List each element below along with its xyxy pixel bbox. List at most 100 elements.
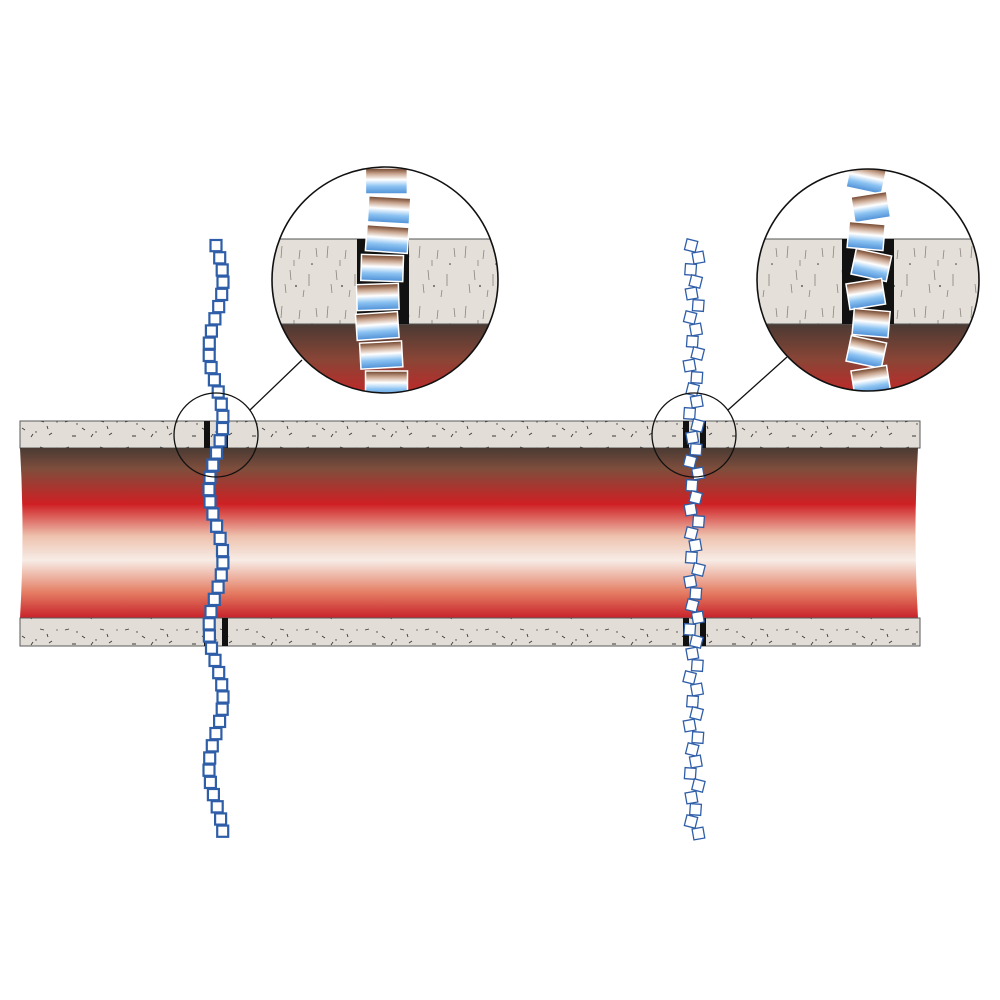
chain-link [216,690,230,704]
magnified-chain-link [364,370,409,393]
chain-link [685,430,700,445]
chain-link [208,312,222,326]
chain-link [684,598,700,613]
chain-link [691,514,706,529]
chain-link [212,665,226,680]
chain-link [691,730,705,745]
magnifier-right [756,168,980,392]
chain-link [691,298,705,313]
chain-link [213,531,227,546]
chain-link [689,706,705,721]
chain-link [214,568,228,582]
chain-link [215,287,229,302]
chain-link [688,754,703,769]
chain-link [688,538,703,553]
chain-link [685,694,700,709]
chain-link [216,409,230,424]
magnified-chain-link [355,282,400,312]
chain-link [202,482,216,497]
magnified-chain-link [845,334,888,370]
chain-link [690,466,706,481]
chain-right-misaligned [682,238,706,841]
chain-link [203,775,217,790]
chain-link [215,543,230,558]
chain-link [688,490,704,505]
chain-link [682,310,698,325]
chain-link [209,726,223,741]
magnified-chain-link [364,167,409,195]
chain-link [215,702,229,716]
chain-link [684,742,700,757]
chain-link [208,653,222,668]
chain-link [685,478,699,493]
chain-link [207,373,221,387]
chain-link [691,826,706,841]
chain-link [688,322,704,337]
chain-link [685,646,700,661]
chain-link [202,617,216,631]
chain-link [690,778,706,793]
chain-link [203,495,217,509]
chain-link [690,370,704,385]
magnifier-left-chain [354,167,412,393]
chain-link [685,382,701,397]
chain-link [214,397,228,411]
chain-link [211,580,225,594]
chain-link [691,250,706,265]
chain-link [213,714,227,729]
pipe [19,420,921,647]
chain-link [210,800,224,814]
detail-marker-left [173,392,259,478]
chain-link [216,275,230,289]
chain-link [690,658,704,673]
chain-link [691,562,706,577]
chain-link [682,406,697,421]
chain-link [209,238,223,253]
chain-link [689,442,703,457]
chain-link [202,336,216,350]
chain-link [203,751,217,765]
magnified-chain-link [845,277,887,311]
chain-link [204,324,218,338]
chain-link [683,814,699,829]
chain-link [684,286,699,301]
chain-link [689,586,703,601]
chain-link [213,251,227,265]
leader-line-left [249,359,303,411]
pipe-top-insulation [19,420,921,449]
chain-link [207,592,221,607]
magnified-chain-link [359,253,405,283]
chain-link [206,787,220,802]
chain-link [216,824,230,838]
joint-gap-left-top [204,421,210,448]
chain-link [204,641,219,655]
chain-link [688,634,704,649]
chain-link [202,348,216,363]
joint-gap-left-bottom-2 [222,618,228,646]
chain-link [685,334,699,349]
magnified-chain-link [354,310,400,342]
chain-link [215,421,230,436]
chain-link [682,358,697,373]
chain-link [215,678,229,692]
joint-gap-right-bottom-2 [700,618,706,646]
magnified-chain-link [851,307,892,339]
chain-link [211,385,225,399]
chain-link [682,670,698,685]
chain-link [210,519,224,533]
chain-link [683,574,698,589]
chain-link [688,274,704,289]
chain-link [204,360,218,375]
chain-link [215,263,229,277]
magnified-chain-link [850,247,893,283]
chain-link [205,739,219,753]
magnified-chain-link [358,340,404,370]
chain-link [683,526,699,541]
chain-link [213,434,227,448]
magnified-chain-link [366,195,412,225]
chain-link [684,550,698,565]
chain-link [683,502,698,517]
chain-link [216,556,230,570]
chain-link [690,610,706,625]
